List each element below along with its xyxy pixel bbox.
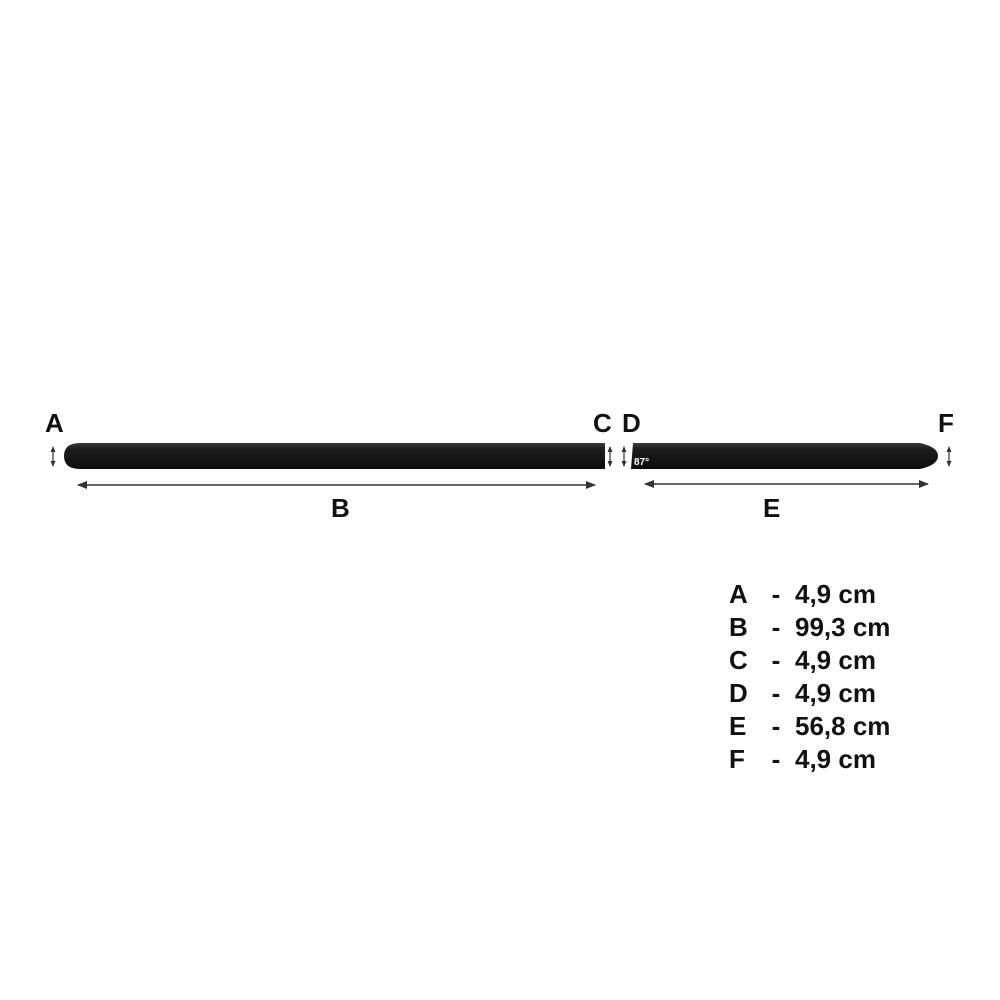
legend-separator: - [771, 744, 781, 774]
legend-row-c: C - 4,9 cm [729, 644, 890, 677]
legend-row-d: D - 4,9 cm [729, 677, 890, 710]
legend-separator: - [771, 612, 781, 642]
legend-value: 4,9 cm [795, 645, 876, 675]
legend-separator: - [771, 579, 781, 609]
legend-row-f: F - 4,9 cm [729, 743, 890, 776]
legend-letter: C [729, 645, 748, 675]
label-c: C [593, 408, 612, 438]
legend-letter: E [729, 711, 747, 741]
legend-separator: - [771, 711, 781, 741]
short-molding-strip [631, 443, 938, 469]
legend-value: 99,3 cm [795, 612, 891, 642]
legend-row-a: A - 4,9 cm [729, 578, 890, 611]
legend-letter: A [729, 579, 748, 609]
legend-value: 4,9 cm [795, 678, 876, 708]
dimensions-legend: A - 4,9 cm B - 99,3 cm C - 4,9 cm D - 4,… [729, 578, 890, 776]
label-d: D [622, 408, 641, 438]
legend-separator: - [771, 678, 781, 708]
legend-separator: - [771, 645, 781, 675]
legend-value: 4,9 cm [795, 579, 876, 609]
legend-letter: F [729, 744, 745, 774]
legend-value: 56,8 cm [795, 711, 891, 741]
label-b: B [331, 493, 350, 523]
angle-label: 87° [634, 457, 649, 468]
legend-letter: B [729, 612, 748, 642]
label-a: A [45, 408, 64, 438]
legend-row-e: E - 56,8 cm [729, 710, 890, 743]
legend-letter: D [729, 678, 748, 708]
legend-row-b: B - 99,3 cm [729, 611, 890, 644]
legend-value: 4,9 cm [795, 744, 876, 774]
long-molding-strip [64, 443, 605, 469]
label-e: E [763, 493, 780, 523]
label-f: F [938, 408, 954, 438]
